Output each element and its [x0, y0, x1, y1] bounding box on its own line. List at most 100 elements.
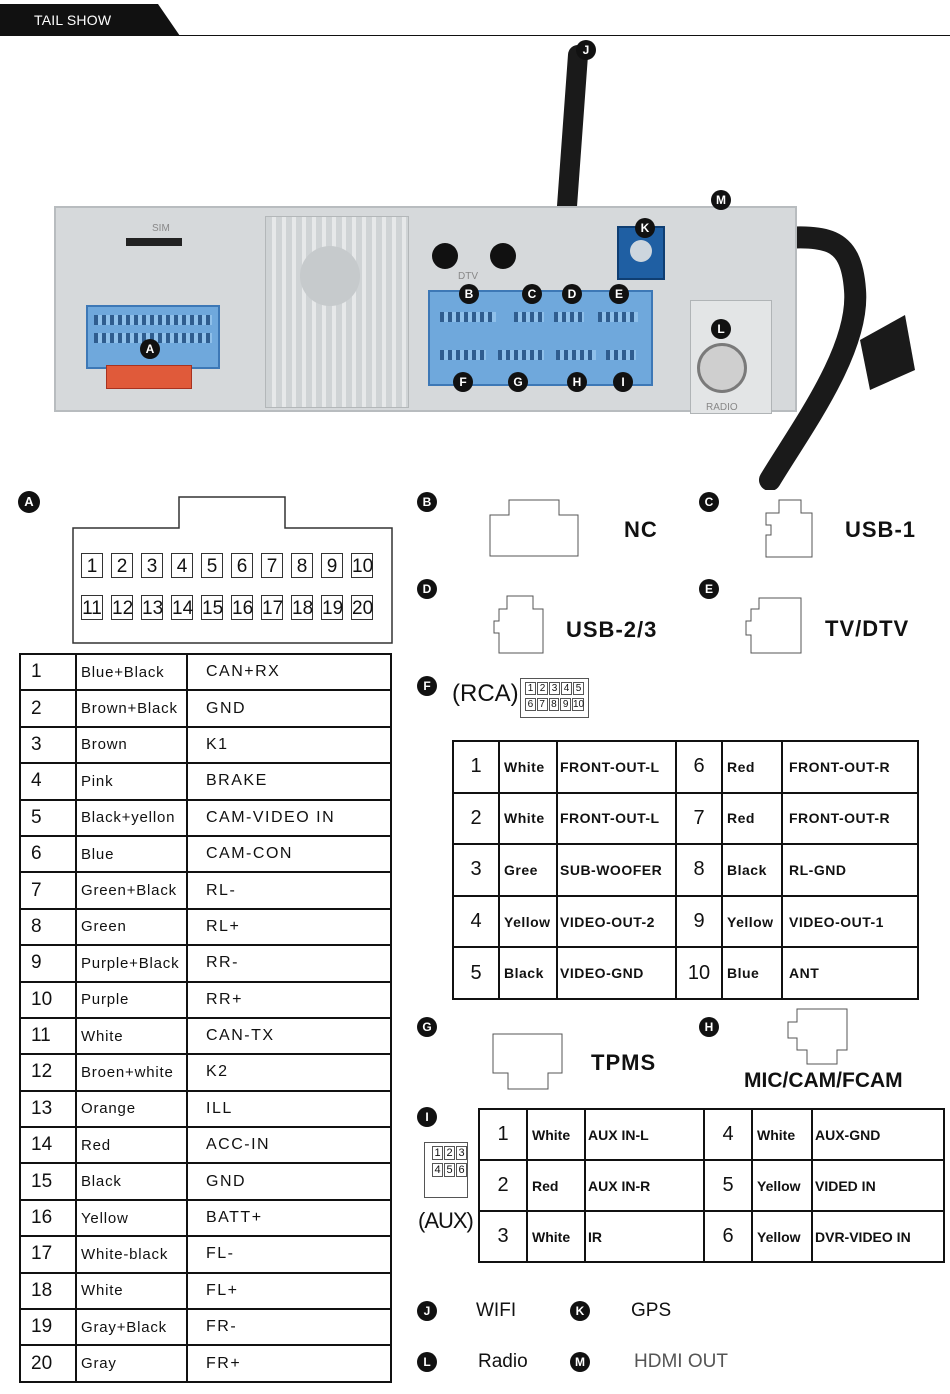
connector-b-outline: [489, 499, 579, 557]
connector-c-label: USB-1: [845, 517, 917, 542]
header-tab: TAIL SHOW: [0, 4, 180, 36]
connector-c-outline: [765, 499, 813, 558]
pin-number: 3: [478, 1210, 528, 1263]
legend-l-marker: L: [417, 1352, 437, 1372]
section-f-marker: F: [417, 676, 437, 696]
connector-i-label: (AUX): [418, 1208, 474, 1233]
wire-signal: RL+: [186, 907, 392, 947]
marker-f: F: [453, 372, 473, 392]
wire-signal: FRONT-OUT-R: [781, 791, 919, 846]
wire-signal: FRONT-OUT-L: [556, 791, 677, 846]
pin-box: 3: [549, 682, 560, 695]
pin-number: 6: [703, 1210, 753, 1263]
connector-g-label: TPMS: [591, 1050, 657, 1075]
wire-signal: FRONT-OUT-L: [556, 740, 677, 794]
pin-box: 5: [201, 553, 223, 578]
wire-signal: IR: [584, 1210, 705, 1263]
wire-color: Black: [75, 1162, 188, 1201]
wire-signal: BRAKE: [186, 762, 392, 801]
wire-color: White: [526, 1108, 586, 1161]
wire-color: Red: [721, 740, 783, 794]
pin-box: 12: [111, 595, 133, 620]
pin-box: 6: [231, 553, 253, 578]
connector-a-row1: 1 2 3 4 5 6 7 8 9 10: [81, 553, 373, 578]
legend-k-label: GPS: [631, 1300, 672, 1321]
section-i-marker: I: [417, 1107, 437, 1127]
wire-signal: CAN-TX: [186, 1016, 392, 1056]
connector-h-outline: [787, 1008, 848, 1065]
pin-number: 18: [19, 1271, 77, 1311]
pin-box: 9: [560, 698, 571, 711]
wire-signal: CAN+RX: [186, 652, 392, 692]
pin-number: 6: [675, 740, 723, 794]
wire-signal: VIDEO-OUT-1: [781, 894, 919, 949]
wire-signal: K1: [186, 725, 392, 765]
wire-signal: FR+: [186, 1344, 392, 1383]
pin-number: 20: [19, 1344, 77, 1383]
radio-socket: [697, 343, 747, 393]
wire-color: Green+Black: [75, 871, 188, 910]
pin-box: 7: [536, 698, 548, 711]
pin-number: 1: [19, 652, 77, 692]
wire-color: Yellow: [75, 1198, 188, 1238]
pin-number: 10: [675, 946, 723, 1000]
pin-number: 16: [19, 1198, 77, 1238]
pin-box: 8: [291, 553, 313, 578]
pin-box: 2: [111, 553, 133, 578]
mount-boss: [300, 246, 360, 306]
wire-signal: AUX IN-L: [584, 1108, 705, 1161]
marker-h: H: [567, 372, 587, 392]
pin-number: 9: [19, 944, 77, 983]
wire-signal: FR-: [186, 1308, 392, 1347]
pin-box: 7: [261, 553, 283, 578]
vent-grille: [265, 216, 409, 408]
marker-l: L: [711, 319, 731, 339]
pin-box: 17: [261, 595, 283, 620]
wire-color: White-black: [75, 1235, 188, 1274]
marker-m: M: [711, 190, 731, 210]
wire-signal: GND: [186, 689, 392, 728]
wire-signal: BATT+: [186, 1198, 392, 1238]
wire-color: Broen+white: [75, 1053, 188, 1092]
connector-a-row2: 11 12 13 14 15 16 17 18 19 20: [81, 595, 373, 620]
dtv-label: DTV: [458, 271, 478, 282]
pin-box: 4: [561, 682, 572, 695]
pin-number: 10: [19, 980, 77, 1019]
pin-number: 5: [452, 946, 500, 1000]
wire-signal: ILL: [186, 1089, 392, 1129]
wire-color: Yellow: [751, 1159, 813, 1212]
marker-a: A: [140, 339, 160, 359]
pin-number: 6: [19, 834, 77, 874]
connector-h-label: MIC/CAM/FCAM: [744, 1069, 903, 1092]
pin-box: 19: [321, 595, 343, 620]
wire-signal: VIDEO-GND: [556, 946, 677, 1000]
connector-d-label: USB-2/3: [566, 617, 658, 642]
connector-block-bi: [428, 290, 653, 386]
pin-number: 4: [19, 762, 77, 801]
header-rule: [0, 35, 950, 36]
wire-color: Brown: [75, 725, 188, 765]
legend-l-label: Radio: [478, 1351, 528, 1372]
wire-color: Yellow: [498, 894, 558, 949]
wire-signal: VIDED IN: [811, 1159, 945, 1212]
wire-signal: VIDEO-OUT-2: [556, 894, 677, 949]
wire-color: White: [75, 1016, 188, 1056]
pin-number: 8: [19, 907, 77, 947]
section-h-marker: H: [699, 1017, 719, 1037]
section-c-marker: C: [699, 492, 719, 512]
